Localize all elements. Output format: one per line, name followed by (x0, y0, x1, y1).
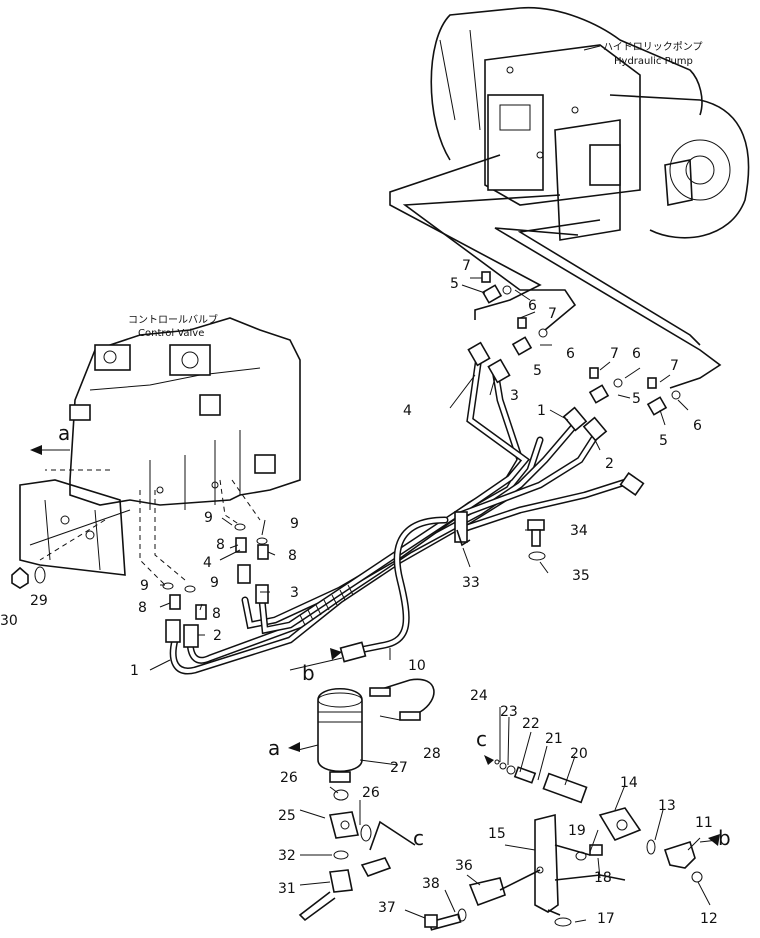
part-5: 5 (533, 363, 542, 379)
part-6: 6 (528, 298, 537, 314)
part-38: 38 (422, 876, 440, 892)
part-8: 8 (216, 537, 225, 553)
part-32: 32 (278, 848, 296, 864)
reference-arrows (30, 445, 720, 846)
part-9: 9 (210, 575, 219, 591)
part-37: 37 (378, 900, 396, 916)
part-23: 23 (500, 704, 518, 720)
part-7: 7 (670, 358, 679, 374)
part-9: 9 (290, 516, 299, 532)
part-26: 26 (362, 785, 380, 801)
hose-bundle (169, 346, 636, 675)
part-11: 11 (695, 815, 713, 831)
part-8: 8 (288, 548, 297, 564)
valve-label-jp: コントロールバルブ (128, 313, 218, 326)
pump-pilot-lines (389, 154, 722, 389)
part-12: 12 (700, 911, 718, 927)
part-9: 9 (140, 578, 149, 594)
part-6: 6 (632, 346, 641, 362)
part-6: 6 (693, 418, 702, 434)
part-33: 33 (462, 575, 480, 591)
valve-dashed-leaders (39, 469, 261, 586)
part-29: 29 (30, 593, 48, 609)
part-26: 26 (280, 770, 298, 786)
connector-assembly (424, 759, 703, 931)
part-13: 13 (658, 798, 676, 814)
part-34: 34 (570, 523, 588, 539)
part-30: 30 (0, 613, 18, 629)
part-5: 5 (632, 391, 641, 407)
part-7: 7 (548, 306, 557, 322)
valve-label-en: Control Valve (138, 328, 204, 339)
part-35: 35 (572, 568, 590, 584)
part-25: 25 (278, 808, 296, 824)
part-22: 22 (522, 716, 540, 732)
nut-washer-29-30 (11, 566, 46, 589)
part-7: 7 (610, 346, 619, 362)
part-3: 3 (510, 388, 519, 404)
part-28: 28 (423, 746, 441, 762)
part-17: 17 (597, 911, 615, 927)
part-8: 8 (212, 606, 221, 622)
part-2: 2 (605, 456, 614, 472)
part-24: 24 (470, 688, 488, 704)
part-18: 18 (594, 870, 612, 886)
ref-a-filter: a (268, 736, 280, 760)
part-8: 8 (138, 600, 147, 616)
part-20: 20 (570, 746, 588, 762)
part-4: 4 (403, 403, 412, 419)
part-5: 5 (450, 276, 459, 292)
part-1: 1 (130, 663, 139, 679)
ref-c-low: c (413, 826, 424, 850)
ref-b-right: b (718, 826, 731, 850)
part-2: 2 (213, 628, 222, 644)
part-6: 6 (566, 346, 575, 362)
pump-fittings (467, 271, 681, 497)
filter-assembly (298, 678, 435, 922)
valve-fittings (162, 523, 269, 648)
part-19: 19 (568, 823, 586, 839)
ref-b-hose: b (302, 661, 315, 685)
hydraulic-pump-drawing (430, 6, 750, 241)
part-1: 1 (537, 403, 546, 419)
ref-c-mid: c (476, 727, 487, 751)
part-36: 36 (455, 858, 473, 874)
part-5: 5 (659, 433, 668, 449)
pump-label-jp: ハイドロリックポンプ (603, 41, 703, 53)
control-valve-drawing (19, 317, 301, 576)
part-7: 7 (462, 258, 471, 274)
part-3: 3 (290, 585, 299, 601)
part-10: 10 (408, 658, 426, 674)
bolt-washer-34-35 (527, 519, 546, 561)
part-21: 21 (545, 731, 563, 747)
pump-label-en: Hydraulic Pump (614, 56, 693, 67)
part-9: 9 (204, 510, 213, 526)
part-14: 14 (620, 775, 638, 791)
part-27: 27 (390, 760, 408, 776)
part-15: 15 (488, 826, 506, 842)
ref-a-top: a (58, 421, 70, 445)
part-4: 4 (203, 555, 212, 571)
callout-leaders (40, 45, 719, 923)
part-31: 31 (278, 881, 296, 897)
